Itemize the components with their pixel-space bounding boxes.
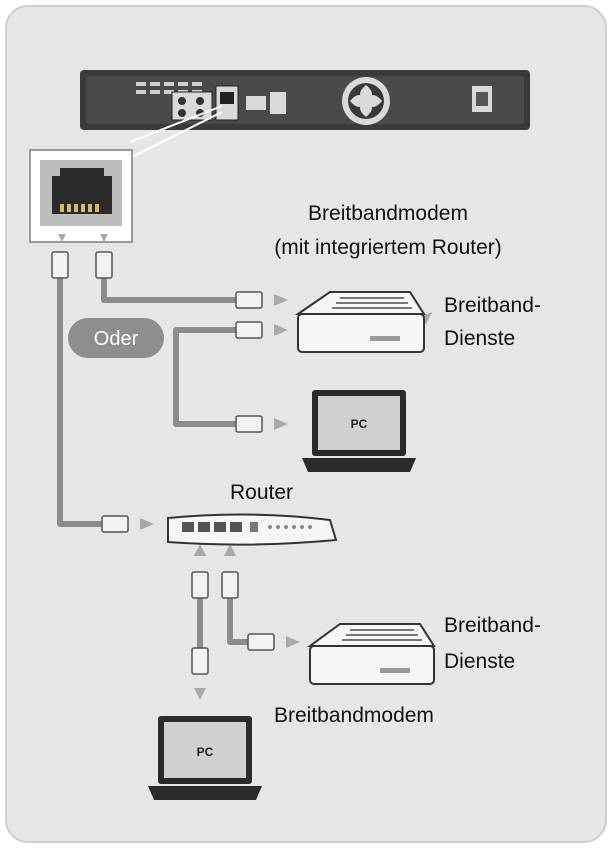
- or-label: Oder: [94, 328, 139, 350]
- service-top-label-line1: Breitband-: [444, 294, 541, 317]
- plug-pc-top: [235, 415, 263, 433]
- plug-router-in: [101, 515, 129, 533]
- modem-router-label-line2: (mit integriertem Router): [274, 236, 502, 259]
- plug-lan-a: [51, 251, 69, 279]
- pc-bottom-label: PC: [197, 745, 214, 759]
- pc-top-laptop: PC: [302, 390, 416, 472]
- cable-plugs: [51, 251, 275, 675]
- plug-router-a: [191, 571, 209, 599]
- service-bottom-label-line1: Breitband-: [444, 614, 541, 637]
- plug-modem-out: [235, 321, 263, 339]
- modem-bottom-device: [306, 623, 436, 685]
- lan-port-detail: [29, 105, 223, 243]
- device-rear-panel: [80, 70, 530, 130]
- router-device: [167, 513, 338, 546]
- plug-modem-in: [235, 291, 263, 309]
- plug-lan-b: [95, 251, 113, 279]
- pc-bottom-laptop: PC: [148, 716, 262, 800]
- modem-router-label-line1: Breitbandmodem: [308, 202, 468, 225]
- modem-bottom-label: Breitbandmodem: [274, 704, 434, 727]
- modem-with-router-device: [294, 291, 426, 353]
- plug-modem-bottom: [247, 633, 275, 651]
- cables: [57, 262, 250, 650]
- service-top-label-line2: Dienste: [444, 327, 515, 350]
- plug-pc-bottom: [191, 647, 209, 675]
- service-bottom-label-line2: Dienste: [444, 650, 515, 673]
- router-label: Router: [230, 481, 293, 504]
- or-badge: Oder: [68, 318, 164, 358]
- plug-router-b: [221, 571, 239, 599]
- pc-top-label: PC: [351, 417, 368, 431]
- background-panel: [5, 5, 607, 843]
